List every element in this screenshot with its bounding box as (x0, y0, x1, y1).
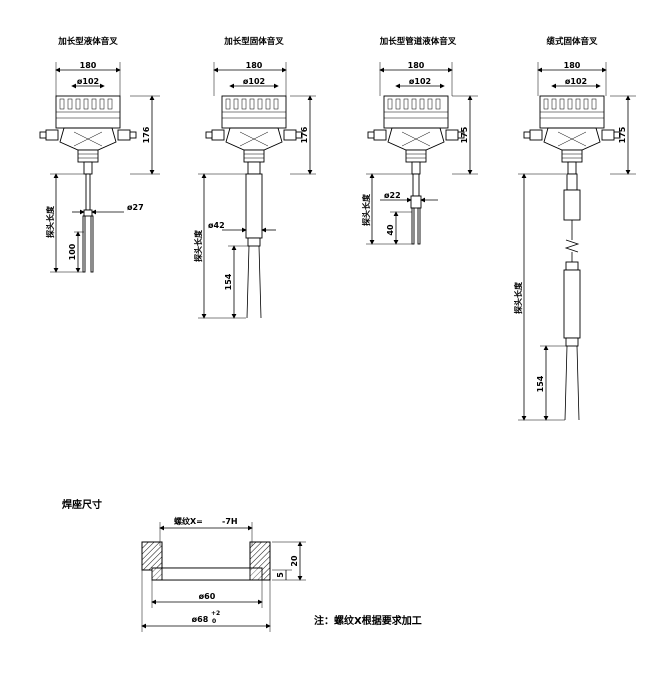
dim-tube: ø42 (208, 221, 225, 230)
dim-width: 180 (408, 61, 425, 70)
probe-length-label: 探头长度 (45, 205, 55, 238)
dim-width: 180 (246, 61, 263, 70)
view-title: 加长型管道液体音叉 (379, 36, 457, 47)
tolerance-lower: 0 (212, 618, 216, 625)
weld-seat-title: 焊座尺寸 (62, 498, 102, 511)
dim-height-20: 20 (290, 555, 299, 567)
view-title: 缆式固体音叉 (546, 36, 598, 47)
view-title: 加长型固体音叉 (223, 36, 284, 47)
probe-length-label: 探头长度 (361, 193, 371, 226)
dim-width: 180 (80, 61, 97, 70)
view-cable-solid-fork: 缆式固体音叉 180 ø102 175 探头长度 154 (513, 36, 636, 421)
thread-label: 螺纹X= (174, 516, 203, 526)
dim-tube: ø22 (384, 191, 401, 200)
dim-diameter: ø102 (565, 77, 587, 86)
thread-tolerance: -7H (222, 517, 238, 526)
dim-diameter-60: ø60 (199, 592, 216, 601)
view-title: 加长型液体音叉 (57, 36, 118, 47)
dim-diameter-68: ø68 (192, 615, 209, 624)
tolerance-upper: +2 (211, 610, 220, 617)
weld-seat-section: 焊座尺寸 螺纹X= -7H 20 5 ø60 ø68 +2 0 注：螺纹X根据要… (62, 498, 422, 632)
dim-height: 176 (300, 126, 309, 143)
dim-diameter: ø102 (409, 77, 431, 86)
dim-diameter: ø102 (243, 77, 265, 86)
view-extended-solid-fork: 加长型固体音叉 180 ø102 176 探头长度 154 ø42 (193, 36, 316, 319)
probe-length-label: 探头长度 (193, 229, 203, 262)
view-extended-pipe-liquid-fork: 加长型管道液体音叉 180 ø102 175 探头长度 40 ø22 (361, 36, 478, 245)
view-extended-liquid-fork: 加长型液体音叉 180 ø102 176 探头长度 100 ø27 (39, 36, 160, 273)
dim-fork: 40 (386, 224, 395, 236)
dim-tube: ø27 (127, 203, 144, 212)
probe-length-label: 探头长度 (513, 281, 523, 314)
dim-fork: 154 (224, 273, 233, 290)
dim-height-5: 5 (276, 572, 285, 578)
dim-fork: 154 (536, 375, 545, 392)
dim-fork: 100 (68, 243, 77, 260)
thread-note: 注：螺纹X根据要求加工 (314, 614, 422, 627)
dim-diameter: ø102 (77, 77, 99, 86)
dim-height: 175 (460, 126, 469, 143)
dim-height: 176 (142, 126, 151, 143)
dim-width: 180 (564, 61, 581, 70)
dim-height: 175 (618, 126, 627, 143)
